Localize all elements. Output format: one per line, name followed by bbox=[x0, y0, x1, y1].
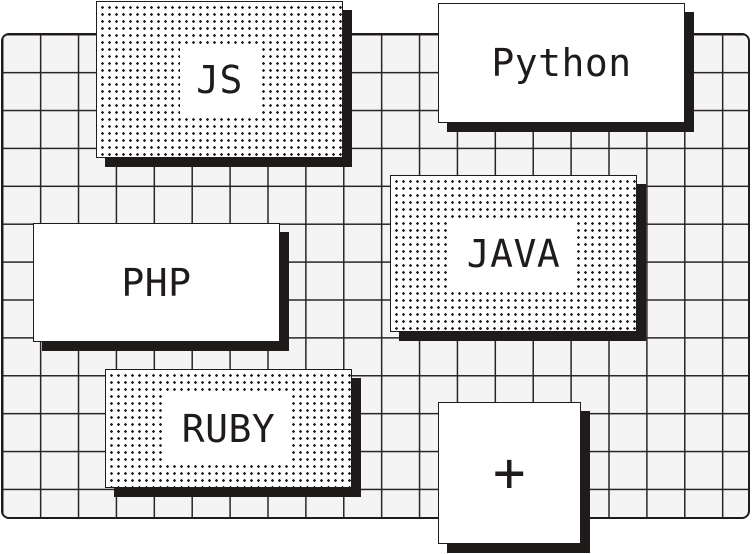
language-card-java[interactable]: JAVA bbox=[390, 175, 637, 332]
language-card-label: RUBY bbox=[165, 392, 292, 465]
language-card-label: PHP bbox=[121, 260, 192, 305]
language-card-php[interactable]: PHP bbox=[33, 223, 280, 342]
add-card-button[interactable]: + bbox=[438, 402, 581, 544]
language-card-label: JAVA bbox=[450, 217, 577, 290]
plus-icon: + bbox=[492, 441, 526, 504]
language-card-label: JS bbox=[180, 43, 259, 116]
language-card-python[interactable]: Python bbox=[438, 3, 685, 123]
language-card-ruby[interactable]: RUBY bbox=[105, 369, 352, 488]
language-card-js[interactable]: JS bbox=[96, 1, 343, 158]
language-card-label: Python bbox=[491, 41, 632, 85]
